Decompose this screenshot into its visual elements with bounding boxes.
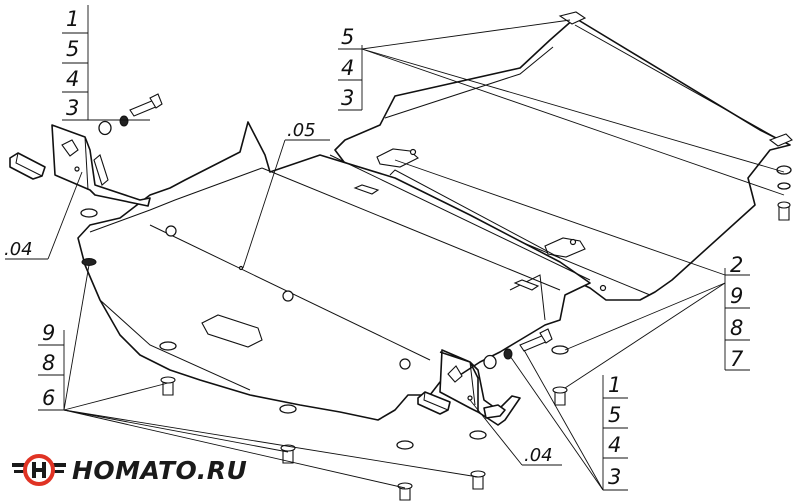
label-part-04-left: .04 <box>4 239 33 260</box>
label-part-04-bottom: .04 <box>524 445 553 466</box>
homato-logo-icon <box>12 454 66 486</box>
fasteners <box>80 93 792 501</box>
callout-right-2: 2 <box>730 253 743 277</box>
callout-left-bottom-6: 6 <box>42 386 55 410</box>
callout-top-left-5: 5 <box>66 37 79 61</box>
callout-left-bottom-9: 9 <box>42 321 55 345</box>
callout-left-bottom-8: 8 <box>42 351 55 375</box>
callout-top-right-3: 3 <box>341 86 354 110</box>
callout-top-left-4: 4 <box>66 67 79 91</box>
front-skid-plate <box>77 121 591 421</box>
callout-numbers: 1 5 4 3 5 4 3 2 9 8 7 9 8 6 1 5 4 3 .04 … <box>4 7 744 489</box>
callout-top-left-3: 3 <box>66 96 79 120</box>
callout-right-8: 8 <box>730 316 743 340</box>
logo-text: HOMATO.RU <box>72 455 248 485</box>
callout-right-7: 7 <box>730 347 744 371</box>
callout-top-right-4: 4 <box>341 56 354 80</box>
site-logo: HOMATO.RU <box>10 450 247 490</box>
callout-top-right-5: 5 <box>341 25 354 49</box>
right-mounting-bracket <box>417 349 521 426</box>
callout-bottom-right-5: 5 <box>608 403 621 427</box>
callout-bottom-right-4: 4 <box>608 433 621 457</box>
label-part-05: .05 <box>287 120 316 141</box>
left-mounting-bracket <box>9 124 151 207</box>
callout-top-left-1: 1 <box>66 7 79 31</box>
callout-right-9: 9 <box>730 284 743 308</box>
callout-bottom-right-3: 3 <box>608 465 621 489</box>
leader-lines <box>5 5 785 491</box>
callout-bottom-right-1: 1 <box>608 373 621 397</box>
